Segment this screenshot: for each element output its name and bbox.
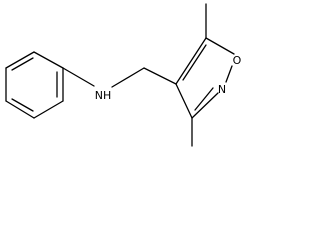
methyl-groups [191,3,207,147]
double-bond-inner [194,87,214,111]
bond [111,67,145,88]
bond [33,51,64,69]
bond [143,67,177,85]
bond [175,37,207,85]
bond [191,92,219,119]
atom-label-n: N [218,83,226,96]
phenyl-ring [5,51,64,119]
atom-label-nh: NH [95,89,112,102]
atom-label-o: O [233,54,242,67]
isoxazole-ring [175,37,235,119]
bond [205,37,235,55]
bond [175,83,193,119]
bond [5,100,35,119]
bond [5,51,35,69]
chemical-structure: NH O N [5,3,242,147]
double-bond-inner [182,44,207,81]
double-bond-inner [11,57,34,71]
bond [33,100,64,119]
amine-linker [62,67,177,88]
double-bond-inner [11,98,34,112]
bond [225,65,233,83]
bond [62,67,95,87]
